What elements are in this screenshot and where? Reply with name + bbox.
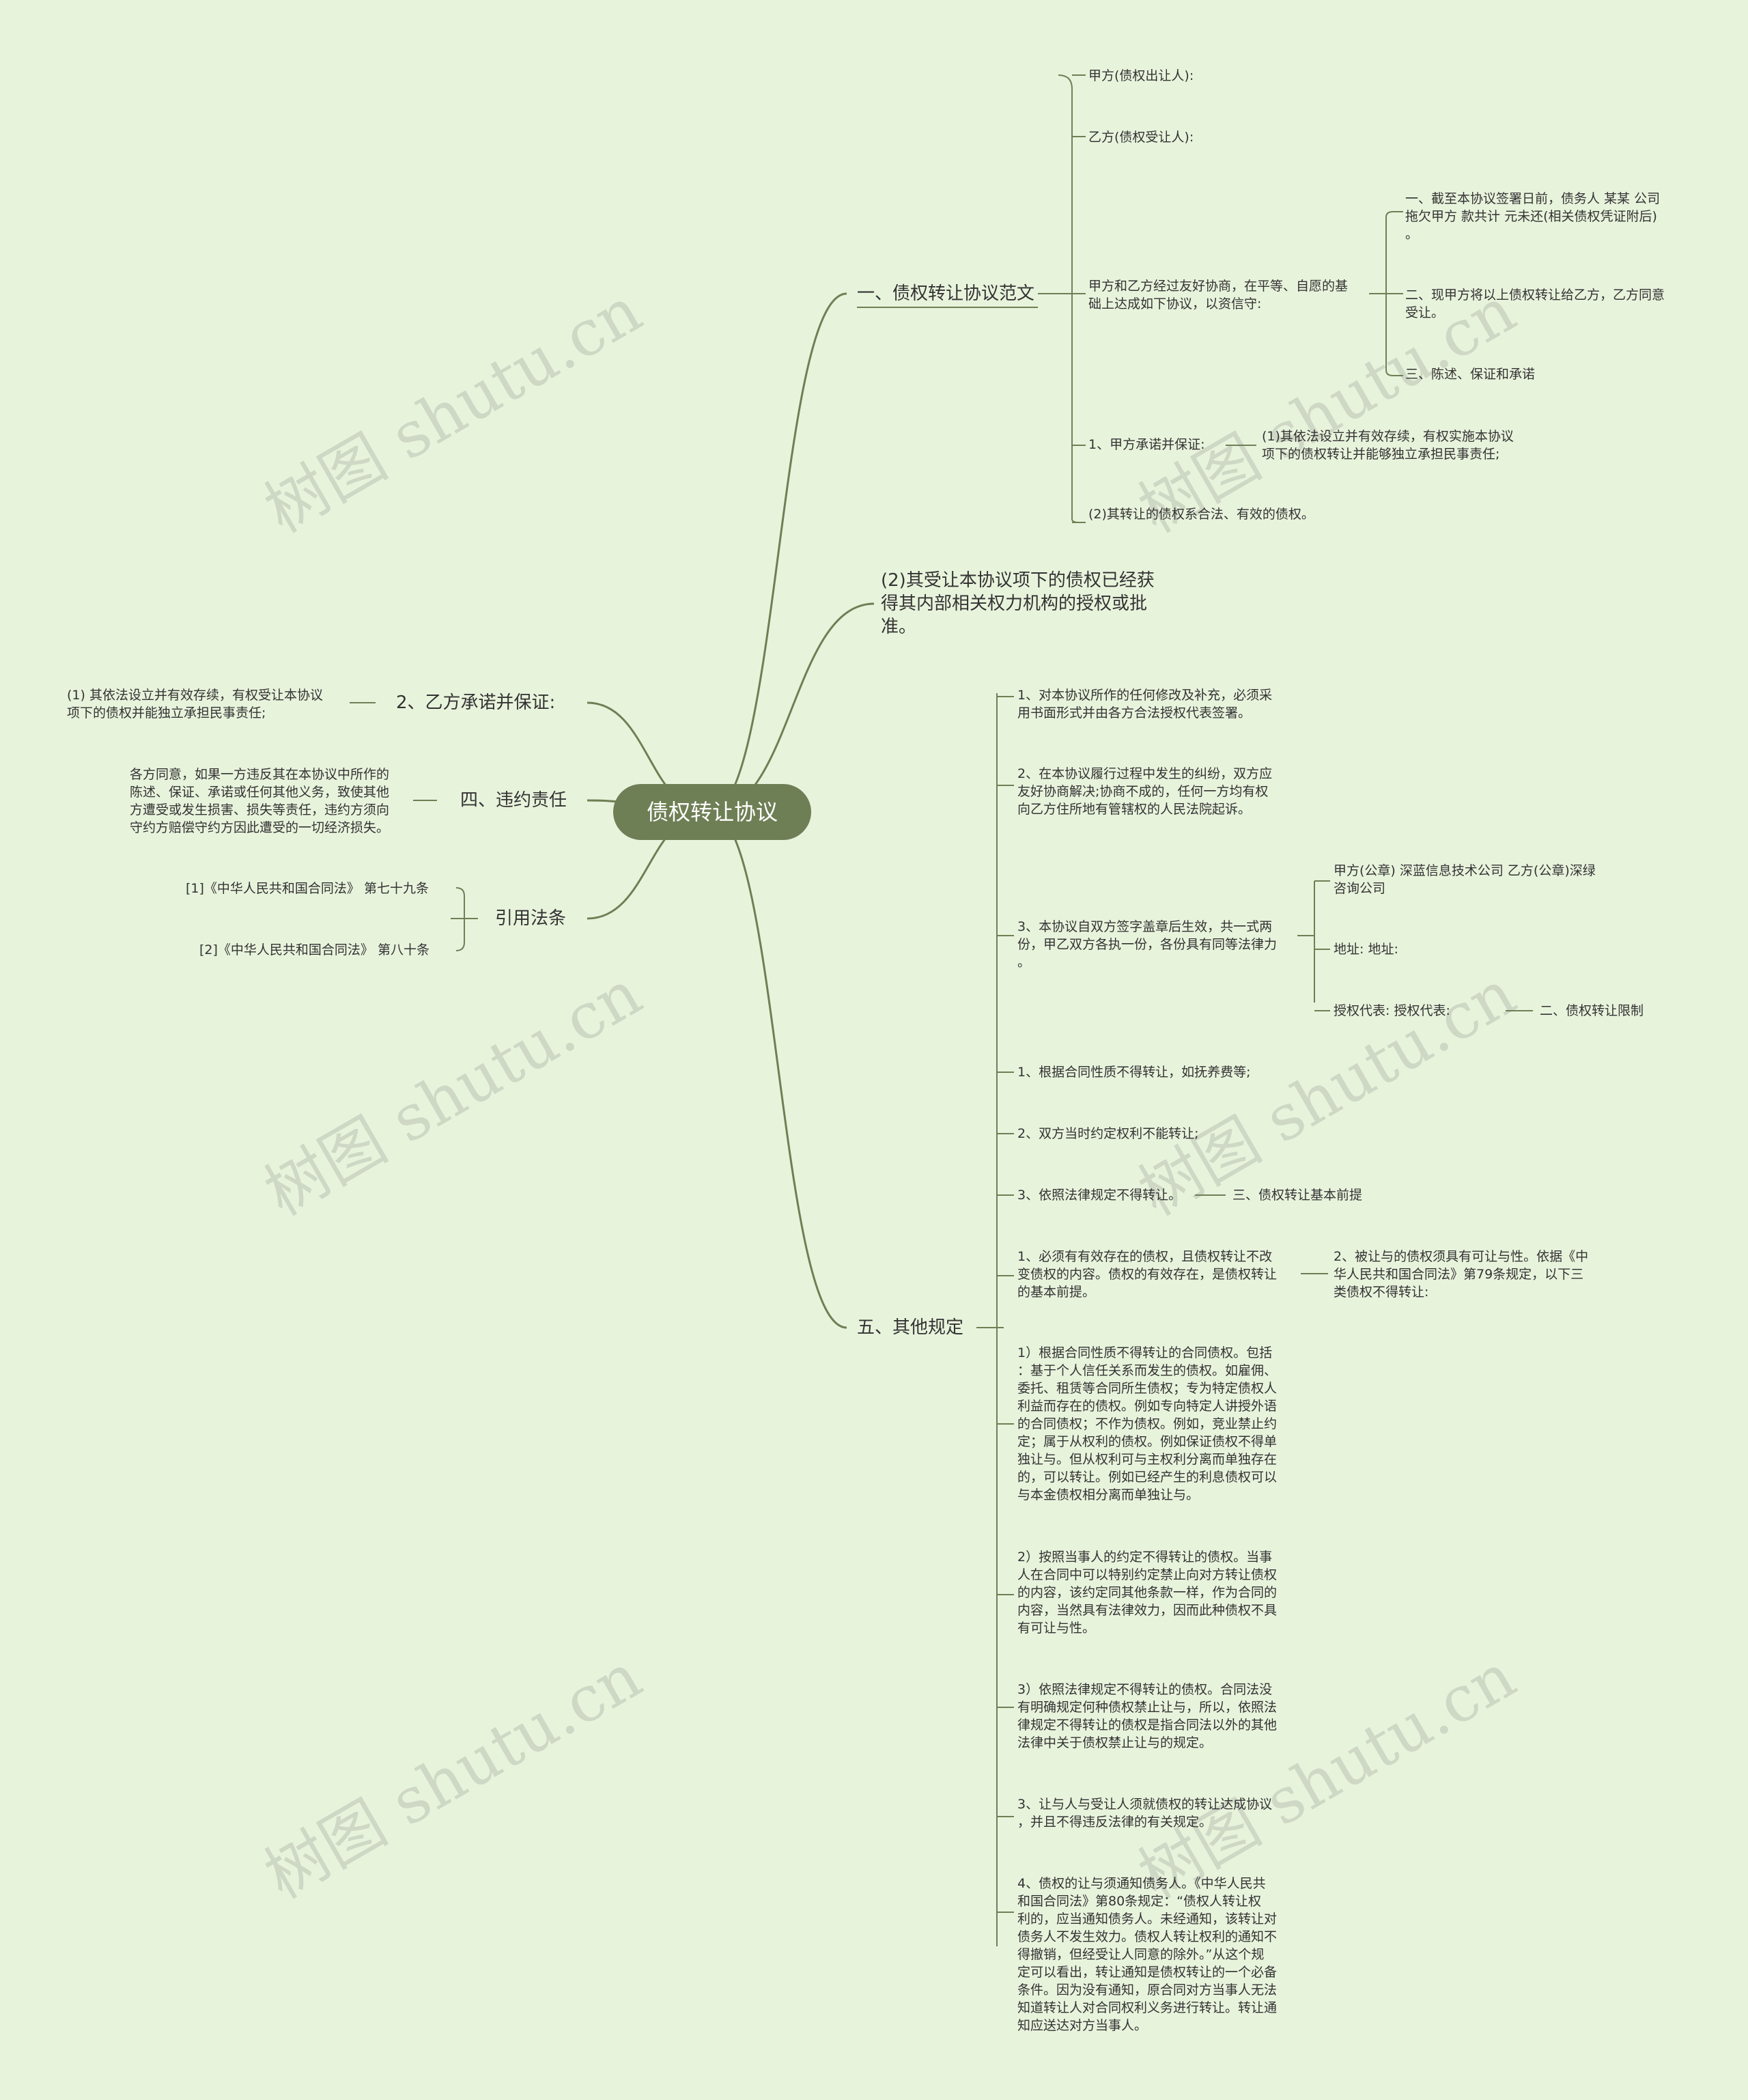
connector	[1385, 217, 1403, 376]
term-node[interactable]: 三、陈述、保证和承诺	[1405, 367, 1536, 382]
party-a-node[interactable]: 甲方(债权出让人):	[1088, 68, 1194, 83]
limit-law-node[interactable]: 3、依照法律规定不得转让。	[1017, 1188, 1182, 1203]
root-node[interactable]: 债权转让协议	[613, 784, 811, 840]
signature-node[interactable]: 甲方(公章) 深蓝信息技术公司 乙方(公章)深绿 咨询公司	[1334, 863, 1596, 896]
prohibited-agreed-node[interactable]: 2）按照当事人的约定不得转让的债权。当事 人在合同中可以特别约定禁止向对方转让债…	[1017, 1550, 1278, 1636]
representative-node[interactable]: 授权代表: 授权代表:	[1334, 1003, 1450, 1018]
term-node[interactable]: 二、现甲方将以上债权转让给乙方，乙方同意 受让。	[1405, 288, 1665, 320]
address-node[interactable]: 地址: 地址:	[1334, 942, 1398, 957]
party-b-promise-detail[interactable]: (1) 其依法设立并有效存续，有权受让本协议 项下的债权并能独立承担民事责任;	[67, 688, 323, 720]
agreement-node[interactable]: 3、让与人与受让人须就债权的转让达成协议 ，并且不得违反法律的有关规定。	[1017, 1797, 1273, 1830]
connector	[455, 887, 465, 951]
branch-other-provisions[interactable]: 五、其他规定	[857, 1317, 964, 1338]
branch-breach[interactable]: 四、违约责任	[460, 790, 567, 811]
connector	[709, 811, 847, 1329]
connector	[1385, 211, 1403, 218]
cited-law-item[interactable]: [1]《中华人民共和国合同法》 第七十九条	[186, 881, 429, 896]
negotiation-node[interactable]: 甲方和乙方经过友好协商，在平等、自愿的基 础上达成如下协议，以资信守:	[1088, 279, 1349, 311]
branch-party-b-promise[interactable]: 2、乙方承诺并保证:	[396, 692, 556, 713]
cited-law-item[interactable]: [2]《中华人民共和国合同法》 第八十条	[199, 942, 429, 957]
provision-effect[interactable]: 3、本协议自双方签字盖章后生效，共一式两 份，甲乙双方各执一份，各份具有同等法律…	[1017, 919, 1278, 970]
prohibited-law-node[interactable]: 3）依照法律规定不得转让的债权。合同法没 有明确规定何种债权禁止让与，所以，依照…	[1017, 1682, 1278, 1750]
premise-valid-node[interactable]: 1、必须有有效存在的债权，且债权转让不改 变债权的内容。债权的有效存在，是债权转…	[1017, 1249, 1278, 1300]
party-b-node[interactable]: 乙方(债权受让人):	[1088, 130, 1194, 145]
notification-node[interactable]: 4、债权的让与须通知债务人。《中华人民共 和国合同法》第80条规定：“债权人转让…	[1017, 1876, 1278, 2033]
party-a-promise-detail[interactable]: (1)其依法设立并有效存续，有权实施本协议 项下的债权转让并能够独立承担民事责任…	[1262, 429, 1514, 462]
limit-agreed-node[interactable]: 2、双方当时约定权利不能转让;	[1017, 1126, 1199, 1141]
party-a-promise-2[interactable]: (2)其转让的债权系合法、有效的债权。	[1088, 507, 1314, 522]
breach-detail[interactable]: 各方同意，如果一方违反其在本协议中所作的 陈述、保证、承诺或任何其他义务，致使其…	[130, 767, 390, 835]
connector	[709, 292, 847, 813]
premise-transferable-node[interactable]: 2、被让与的债权须具有可让与性。依据《中 华人民共和国合同法》第79条规定，以下…	[1334, 1249, 1589, 1300]
connector	[709, 602, 875, 813]
branch-authorization[interactable]: (2)其受让本协议项下的债权已经获 得其内部相关权力机构的授权或批 准。	[881, 570, 1155, 637]
provision-modify[interactable]: 1、对本协议所作的任何修改及补充，必须采 用书面形式并由各方合法授权代表签署。	[1017, 688, 1273, 720]
prohibited-nature-node[interactable]: 1）根据合同性质不得转让的合同债权。包括 ：基于个人信任关系而发生的债权。如雇佣…	[1017, 1345, 1278, 1502]
transfer-limit-node[interactable]: 二、债权转让限制	[1540, 1003, 1644, 1018]
party-a-promise-node[interactable]: 1、甲方承诺并保证:	[1088, 437, 1205, 452]
connector	[1058, 74, 1080, 523]
branch-contract-template[interactable]: 一、债权转让协议范文	[857, 283, 1035, 304]
term-node[interactable]: 一、截至本协议签署日前，债务人 某某 公司 拖欠甲方 款共计 元未还(相关债权凭…	[1405, 191, 1661, 242]
branch-cited-law[interactable]: 引用法条	[495, 908, 567, 929]
provision-dispute[interactable]: 2、在本协议履行过程中发生的纠纷，双方应 友好协商解决;协商不成的，任何一方均有…	[1017, 766, 1273, 817]
basic-premise-node[interactable]: 三、债权转让基本前提	[1232, 1188, 1363, 1203]
limit-nature-node[interactable]: 1、根据合同性质不得转让，如抚养费等;	[1017, 1065, 1251, 1080]
